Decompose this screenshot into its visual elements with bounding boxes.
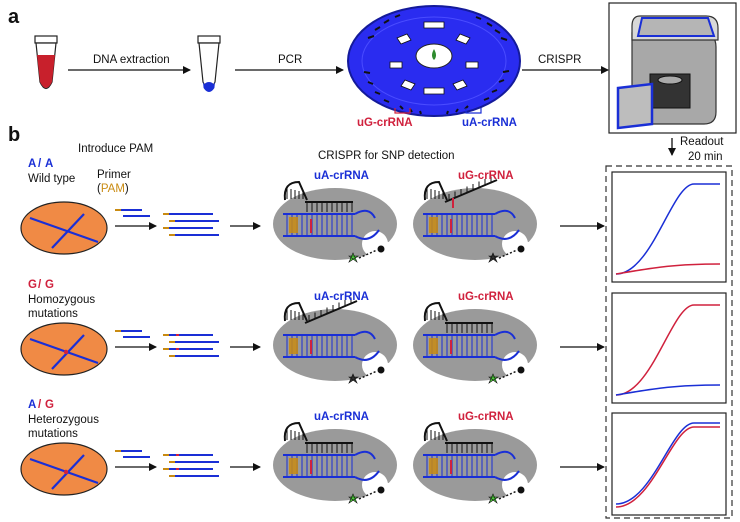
tube-blue-sample [197,35,221,92]
genomic-dna-cell [20,201,108,255]
cas12-complex-left [273,180,405,263]
cas12-complex-right [413,176,545,263]
crrna-label-right: uG-crRNA [458,411,514,423]
genotype-allele-1: A [28,399,37,411]
readout-time: 20 min [688,151,723,163]
baseline-curve [615,384,721,396]
introduce-pam-heading: Introduce PAM [78,143,154,155]
disc-label-ua: uA-crRNA [462,117,517,129]
signal-curve [615,422,720,505]
rows-layer [20,171,727,516]
row-1 [20,171,727,283]
genotype-allele-2: G [45,279,54,291]
genotype-separator: / [38,399,42,411]
cas12-complex-right [413,301,545,384]
primer-label: Primer [97,169,131,181]
genotype-separator: / [38,279,42,291]
readout-plot [611,412,727,516]
genomic-dna-cell [20,322,108,376]
crrna-label-right: uG-crRNA [458,170,514,182]
genotype-separator: / [38,158,42,170]
genotype-allele-1: A [28,158,37,170]
crrna-label-left: uA-crRNA [314,291,369,303]
crrna-label-right: uG-crRNA [458,291,514,303]
pam-label: (PAM) [97,183,129,195]
reader-device [608,2,737,134]
microfluidic-disc [347,5,521,117]
tube-red-sample [34,35,58,90]
cas12-complex-left [273,421,405,504]
baseline-curve [615,263,721,275]
panel-a-label: a [8,6,20,28]
panel-b-label: b [8,124,21,146]
signal-curve [615,183,720,275]
genotype-allele-1: G [28,279,37,291]
row-2 [20,292,727,404]
step-pcr: PCR [278,54,303,66]
genotype-allele-2: A [45,158,54,170]
crrna-label-left: uA-crRNA [314,170,369,182]
step-crispr: CRISPR [538,54,582,66]
genotype-allele-2: G [45,399,54,411]
row-3 [20,412,727,516]
genotype-desc-line2: mutations [28,308,78,320]
readout-dashed-box [605,165,733,519]
readout-plot [611,292,727,404]
disc-label-ug: uG-crRNA [357,117,413,129]
crrna-label-left: uA-crRNA [314,411,369,423]
ug-bracket [394,108,411,114]
cas12-complex-right [413,421,545,504]
signal-curve [615,304,720,396]
genotype-desc-line2: mutations [28,428,78,440]
signal-curve [615,426,720,508]
readout-plot [611,171,727,283]
genotype-desc-line1: Homozygous [28,294,96,306]
cas12-complex-left [273,297,405,384]
readout-label: Readout [680,136,724,148]
ua-bracket [465,108,482,114]
genotype-desc-line1: Heterozygous [28,414,99,426]
genotype-desc-line1: Wild type [28,173,76,185]
step-dna-extraction: DNA extraction [93,54,170,66]
crispr-snp-heading: CRISPR for SNP detection [318,150,455,162]
genomic-dna-cell [20,442,108,496]
